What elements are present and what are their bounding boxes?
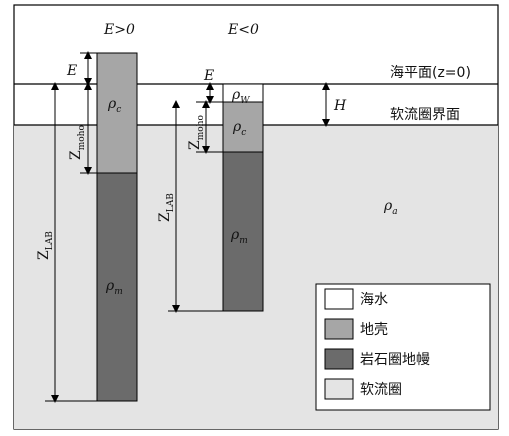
sea-level-label: 海平面(z=0) — [390, 65, 471, 81]
legend-swatch-asthenosphere — [324, 378, 354, 400]
legend-label-asthenosphere: 软流圈 — [360, 382, 402, 398]
legend-label-water: 海水 — [360, 292, 388, 308]
zmoho-left-label: Zmoho — [68, 125, 87, 160]
zlab-right-label: ZLAB — [157, 193, 176, 222]
legend-swatch-water — [324, 288, 354, 310]
e-positive-label: E>0 — [103, 22, 135, 38]
e-left-label: E — [66, 63, 77, 79]
rho-c-left-label: ρc — [107, 96, 121, 115]
legend-swatch-mantle — [324, 348, 354, 370]
h-label: H — [333, 98, 347, 114]
rho-m-left-label: ρm — [105, 278, 123, 297]
right-mantle — [222, 151, 264, 312]
legend-label-crust: 地壳 — [360, 321, 388, 338]
rho-m-right-label: ρm — [230, 227, 248, 246]
asthenosphere-boundary-label: 软流圈界面 — [390, 107, 460, 123]
zmoho-right-label: Zmoho — [187, 115, 206, 150]
rho-c-right-label: ρc — [232, 119, 246, 138]
legend: 海水 地壳 岩石圈地幔 软流圈 — [315, 283, 491, 411]
right-crust — [222, 101, 264, 153]
e-negative-label: E<0 — [227, 22, 259, 38]
rho-a-label: ρa — [383, 198, 398, 217]
zlab-left-label: ZLAB — [36, 231, 55, 260]
e-right-label: E — [203, 68, 214, 84]
left-mantle — [96, 172, 138, 402]
legend-label-mantle: 岩石圈地幔 — [360, 352, 430, 368]
rho-w-label: ρW — [231, 87, 250, 106]
legend-swatch-crust — [324, 318, 354, 340]
